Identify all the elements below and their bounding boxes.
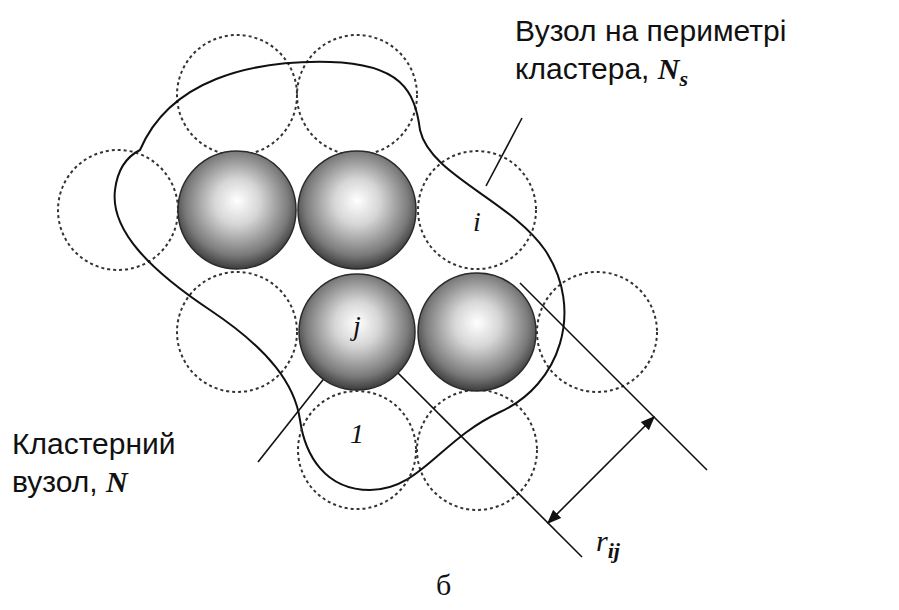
subscript: ij bbox=[608, 538, 620, 563]
cluster-outline bbox=[115, 62, 565, 490]
symbol: r bbox=[596, 524, 608, 557]
perimeter-site: i bbox=[417, 150, 537, 270]
symbol: N bbox=[106, 465, 128, 498]
dimension-lines bbox=[372, 283, 707, 557]
cluster-spheres bbox=[178, 151, 536, 391]
perimeter-callout: Вузол на периметрі кластера, Ns bbox=[515, 12, 890, 92]
site-label: i bbox=[417, 208, 537, 236]
subfigure-letter: б bbox=[436, 568, 451, 601]
site-circle bbox=[297, 390, 417, 510]
subscript: s bbox=[679, 66, 688, 91]
callout-text: Вузол на периметрі кластера, bbox=[515, 14, 786, 85]
cluster-callout: Кластерний вузол, N bbox=[12, 425, 237, 500]
subfigure-label: б bbox=[436, 566, 451, 604]
cluster-site: j bbox=[298, 273, 416, 391]
site-label: 1 bbox=[297, 420, 417, 448]
symbol: N bbox=[658, 52, 680, 85]
site-label: j bbox=[298, 312, 416, 340]
leader-lines bbox=[258, 118, 522, 462]
callout-text: Кластерний вузол, bbox=[12, 427, 176, 498]
dimension-label: rij bbox=[596, 522, 620, 565]
perimeter-site: 1 bbox=[297, 390, 417, 510]
